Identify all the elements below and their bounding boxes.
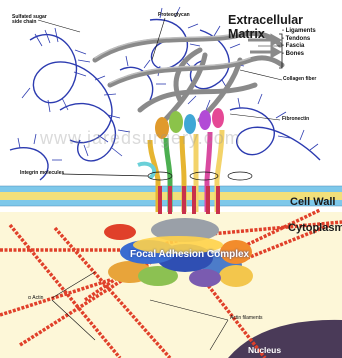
label-sulfated-sugar: Sulfated sugar side chain <box>12 15 52 26</box>
label-focal-adhesion: Focal Adhesion Complex <box>130 249 249 260</box>
label-nucleus: Nucleus <box>248 345 281 355</box>
label-cell-wall: Cell Wall <box>290 196 335 208</box>
label-actin-filaments: Actin filaments <box>230 316 263 321</box>
ecm-item: - Tendons <box>282 36 316 44</box>
ecm-item: - Fascia <box>282 43 316 51</box>
ecm-list: - Ligaments - Tendons - Fascia - Bones <box>282 28 316 58</box>
watermark: www.jaredsurgery.com <box>40 128 241 149</box>
ecm-item: - Bones <box>282 51 316 59</box>
label-alpha-actin: α Actin <box>28 296 43 301</box>
ecm-item: - Ligaments <box>282 28 316 36</box>
label-integrin: Integrin molecules <box>20 171 64 176</box>
collagen-fibers <box>95 33 282 125</box>
label-collagen-fiber: Collagen fiber <box>283 77 316 82</box>
label-cytoplasm: Cytoplasm <box>288 222 342 234</box>
label-fibronectin: Fibronectin <box>282 117 309 122</box>
label-proteoglycan: Proteoglycan <box>158 13 190 18</box>
